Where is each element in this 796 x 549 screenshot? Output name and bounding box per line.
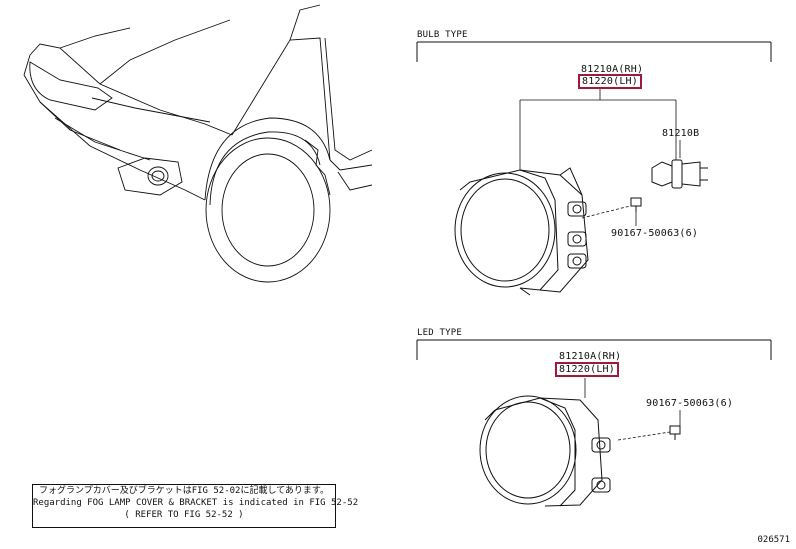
bulb-leader-lines [519, 88, 681, 226]
bulb-icon [651, 159, 708, 189]
note-japanese-line: フォグランプカバー及びブラケットはFIG 52-02に記載してあります。 [38, 486, 330, 496]
led-section-frame [416, 339, 772, 360]
note-english-line: Regarding FOG LAMP COVER & BRACKET is in… [33, 498, 359, 508]
screw-icon-bulb [630, 197, 642, 212]
car-front-sketch [23, 4, 373, 283]
screw-icon-led [669, 425, 681, 440]
led-part-lh-label[interactable]: 81220(LH) [555, 362, 619, 377]
bulb-section-title: BULB TYPE [417, 30, 468, 40]
bulb-part-label[interactable]: 81210B [662, 128, 700, 139]
led-fog-lamp [479, 395, 611, 507]
led-leader-lines [584, 378, 681, 441]
bulb-section-frame [416, 41, 772, 62]
led-part-rh-label[interactable]: 81210A(RH) [559, 351, 622, 362]
led-screw-part-label[interactable]: 90167-50063(6) [646, 398, 734, 409]
note-reference-line: ( REFER TO FIG 52-52 ) [124, 510, 244, 520]
led-section-title: LED TYPE [417, 328, 462, 338]
bulb-screw-part-label[interactable]: 90167-50063(6) [611, 228, 699, 239]
figure-code: 026571 [757, 535, 790, 545]
bulb-part-rh-label[interactable]: 81210A(RH) [581, 64, 644, 75]
bulb-part-lh-label[interactable]: 81220(LH) [578, 74, 642, 89]
bulb-fog-lamp [454, 167, 589, 296]
reference-note-box: フォグランプカバー及びブラケットはFIG 52-02に記載してあります。 Reg… [32, 484, 359, 528]
